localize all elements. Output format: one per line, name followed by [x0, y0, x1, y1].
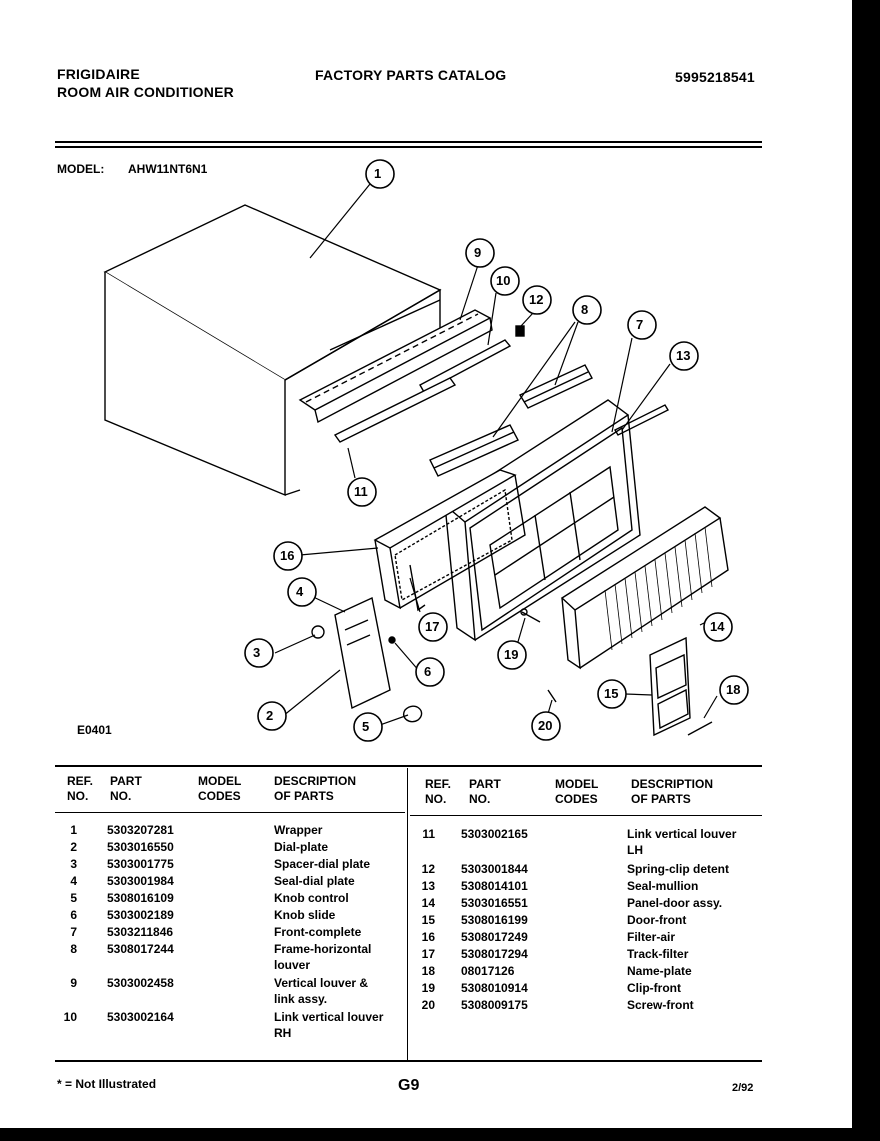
header-desc-right: DESCRIPTION OF PARTS: [631, 777, 714, 806]
callout-14: 14: [710, 619, 725, 634]
header-model-left: MODEL CODES: [198, 774, 242, 803]
table-rule-bottom: [55, 1060, 762, 1062]
callout-6: 6: [424, 664, 432, 679]
revision-date: 2/92: [732, 1082, 754, 1094]
footer-note: * = Not Illustrated: [57, 1077, 157, 1091]
header-ref-right: REF. NO.: [425, 777, 452, 806]
callout-5: 5: [362, 719, 370, 734]
catalog-number: 5995218541: [675, 69, 755, 85]
header-part-left: PART NO.: [110, 774, 142, 803]
callout-18: 18: [726, 682, 741, 697]
catalog-title: FACTORY PARTS CATALOG: [315, 67, 507, 83]
parts-catalog-page: FRIGIDAIRE ROOM AIR CONDITIONER FACTORY …: [0, 0, 852, 1128]
callout-3: 3: [253, 645, 261, 660]
callout-11: 11: [354, 484, 368, 499]
page-number: G9: [398, 1077, 420, 1094]
callout-7: 7: [636, 317, 644, 332]
callout-15: 15: [604, 686, 619, 701]
table-rule-top: [55, 765, 762, 767]
callout-1: 1: [374, 166, 382, 181]
table-rule-header-left: [55, 812, 405, 813]
callout-17: 17: [425, 619, 440, 634]
table-column-divider: [407, 768, 408, 1060]
callout-10: 10: [496, 273, 511, 288]
callout-circles: [244, 159, 749, 742]
callout-9: 9: [474, 245, 482, 260]
header-part-right: PART NO.: [469, 777, 501, 806]
header-desc-left: DESCRIPTION OF PARTS: [274, 774, 357, 803]
header-model-right: MODEL CODES: [555, 777, 599, 806]
exploded-parts-diagram: [103, 183, 729, 737]
header-rule-bottom: [55, 146, 762, 148]
model-label: MODEL:: [57, 162, 105, 176]
brand-name: FRIGIDAIRE: [57, 66, 140, 82]
header-ref-left: REF. NO.: [67, 774, 94, 803]
callout-20: 20: [538, 718, 553, 733]
figure-code: E0401: [77, 723, 112, 737]
callout-16: 16: [280, 548, 295, 563]
callout-12: 12: [529, 292, 544, 307]
callout-13: 13: [676, 348, 691, 363]
callout-2: 2: [266, 708, 274, 723]
callout-8: 8: [581, 302, 589, 317]
callout-19: 19: [504, 647, 519, 662]
brand-block: FRIGIDAIRE ROOM AIR CONDITIONER: [57, 65, 234, 101]
model-value: AHW11NT6N1: [128, 162, 208, 176]
callouts-layer: 1 2 3 4 5 6 7 8 9 10 11 12 13 14 15 16 1…: [244, 159, 749, 742]
header-rule-top: [55, 141, 762, 143]
table-rule-header-right: [410, 815, 762, 816]
callout-4: 4: [296, 584, 304, 599]
product-name: ROOM AIR CONDITIONER: [57, 84, 234, 100]
